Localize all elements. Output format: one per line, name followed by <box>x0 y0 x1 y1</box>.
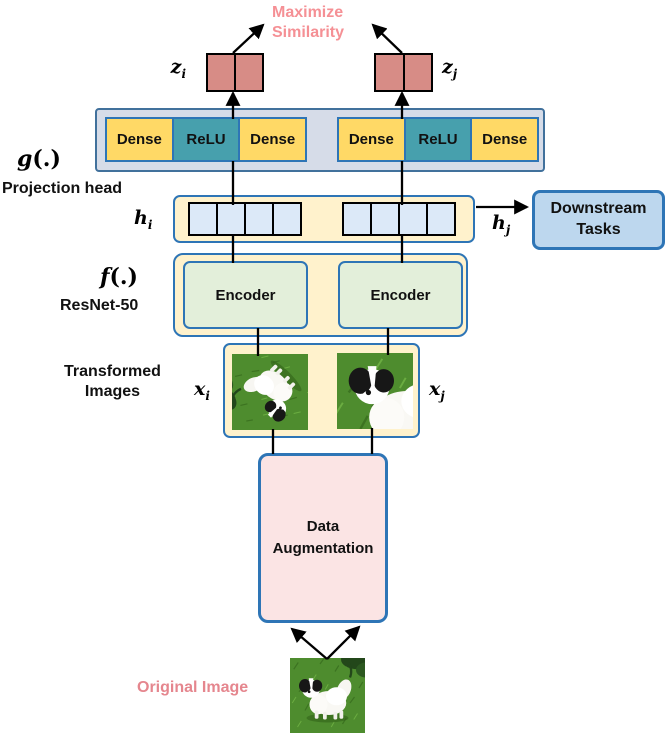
z-j-vector <box>374 53 433 92</box>
projection-mlp-right: Dense ReLU Dense <box>337 117 539 162</box>
projection-mlp-left: Dense ReLU Dense <box>105 117 307 162</box>
dense-block: Dense <box>339 119 404 160</box>
augmented-image-xj <box>337 353 413 429</box>
z-i-cell <box>208 55 236 90</box>
transformed-images-label: Transformed Images <box>64 363 161 400</box>
original-image-label: Original Image <box>137 679 249 696</box>
h-i-cell <box>190 204 216 234</box>
encoder-left-label: Encoder <box>215 286 276 304</box>
downstream-tasks-label: Downstream Tasks <box>550 200 647 238</box>
dog-photo-rotated <box>232 354 308 430</box>
h-i-vector <box>188 202 302 236</box>
relu-block: ReLU <box>405 119 471 160</box>
z-i-cell <box>236 55 262 90</box>
original-image <box>290 658 365 733</box>
dense-block: Dense <box>107 119 172 160</box>
h-j-label: hj <box>492 212 511 237</box>
encoder-left-box: Encoder <box>183 261 308 329</box>
h-j-cell <box>370 204 398 234</box>
z-i-label: zi <box>170 56 186 81</box>
h-j-cell <box>398 204 426 234</box>
dog-photo-original <box>290 658 365 733</box>
x-i-label: xi <box>194 378 210 403</box>
relu-block: ReLU <box>173 119 239 160</box>
z-j-cell <box>376 55 405 90</box>
arrow-zi-to-similarity <box>232 23 265 54</box>
z-i-vector <box>206 53 264 92</box>
downstream-tasks-box: Downstream Tasks <box>532 190 665 250</box>
data-augmentation-box: Data Augmentation <box>258 453 388 623</box>
h-j-cell <box>426 204 454 234</box>
h-j-cell <box>344 204 370 234</box>
maximize-similarity-label: Maximize Similarity <box>272 3 344 43</box>
h-i-cell <box>244 204 272 234</box>
x-j-label: xj <box>429 378 445 403</box>
data-augmentation-label: Data Augmentation <box>272 518 374 557</box>
f-function-label: f(.) <box>100 264 138 290</box>
projection-head-label: Projection head <box>2 180 123 197</box>
dense-block: Dense <box>472 119 538 160</box>
h-j-vector <box>342 202 456 236</box>
arrow-original-to-augmentation-right <box>326 625 361 660</box>
maximize-similarity-line1: Maximize <box>272 4 344 21</box>
resnet50-label: ResNet-50 <box>60 297 139 314</box>
g-function-label: g(.) <box>17 146 61 172</box>
h-i-label: hi <box>134 207 153 232</box>
h-i-cell <box>216 204 244 234</box>
h-i-cell <box>272 204 300 234</box>
encoder-right-label: Encoder <box>370 286 431 304</box>
arrow-original-to-augmentation-left <box>290 627 328 660</box>
augmented-image-xi <box>232 354 308 430</box>
dense-block: Dense <box>240 119 306 160</box>
maximize-similarity-line2: Similarity <box>272 24 345 41</box>
dog-photo-cropped <box>337 353 413 429</box>
arrow-zj-to-similarity <box>371 23 403 54</box>
z-j-cell <box>405 55 432 90</box>
z-j-label: zj <box>442 56 458 81</box>
encoder-right-box: Encoder <box>338 261 463 329</box>
